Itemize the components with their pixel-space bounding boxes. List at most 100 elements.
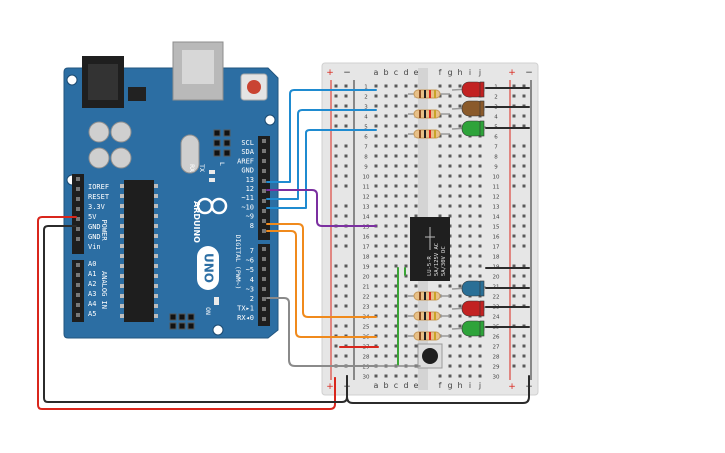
rail-hole bbox=[522, 94, 526, 98]
uno-badge bbox=[197, 246, 219, 290]
push-button[interactable] bbox=[417, 343, 443, 369]
row-number-left: 18 bbox=[363, 255, 370, 261]
rail-hole bbox=[334, 184, 338, 188]
column-letter: f bbox=[439, 68, 442, 77]
arduino-logo-text: ARDUINO bbox=[192, 201, 201, 243]
breadboard-hole bbox=[478, 204, 482, 208]
breadboard-hole bbox=[394, 244, 398, 248]
resistor-body bbox=[413, 129, 441, 139]
header-pin bbox=[262, 149, 266, 153]
rail-hole bbox=[334, 264, 338, 268]
row-number-right: 28 bbox=[493, 355, 500, 361]
rail-hole bbox=[334, 144, 338, 148]
breadboard-hole bbox=[414, 214, 418, 218]
breadboard-hole bbox=[458, 364, 462, 368]
column-letter: d bbox=[403, 381, 408, 390]
row-number-right: 4 bbox=[494, 115, 498, 121]
rail-hole bbox=[512, 344, 516, 348]
resistor-band bbox=[434, 110, 436, 118]
chip-leg bbox=[154, 184, 158, 188]
breadboard-hole bbox=[438, 304, 442, 308]
icsp-pin bbox=[213, 129, 221, 137]
rail-hole bbox=[512, 124, 516, 128]
breadboard-hole bbox=[404, 274, 408, 278]
digital-pin-label: AREF bbox=[237, 157, 254, 165]
rail-hole bbox=[344, 154, 348, 158]
resistor-band bbox=[429, 130, 431, 138]
breadboard-hole bbox=[448, 124, 452, 128]
push-button-cap[interactable] bbox=[422, 348, 438, 364]
column-letter: g bbox=[447, 381, 452, 390]
breadboard-hole bbox=[404, 314, 408, 318]
header-pin bbox=[76, 283, 80, 287]
breadboard-hole bbox=[478, 274, 482, 278]
chip-leg bbox=[120, 194, 124, 198]
infinity-loop-right bbox=[210, 197, 228, 215]
digital-pin-label: 2 bbox=[250, 295, 254, 303]
breadboard-hole bbox=[468, 144, 472, 148]
row-number-left: 19 bbox=[363, 265, 370, 271]
breadboard-hole bbox=[414, 154, 418, 158]
rail-hole bbox=[512, 334, 516, 338]
breadboard-hole bbox=[404, 224, 408, 228]
breadboard-hole bbox=[478, 224, 482, 228]
rail-hole bbox=[344, 104, 348, 108]
row-number-left: 2 bbox=[364, 95, 368, 101]
breadboard-hole bbox=[384, 174, 388, 178]
wire-red-5v bbox=[37, 216, 336, 410]
header-pin bbox=[262, 247, 266, 251]
rail-hole bbox=[334, 154, 338, 158]
breadboard-hole bbox=[394, 214, 398, 218]
chip-leg bbox=[154, 194, 158, 198]
reset-button-cap[interactable] bbox=[247, 80, 261, 94]
breadboard-hole bbox=[458, 264, 462, 268]
rail-hole bbox=[522, 284, 526, 288]
breadboard-hole bbox=[438, 154, 442, 158]
breadboard-hole bbox=[404, 234, 408, 238]
breadboard-hole bbox=[394, 304, 398, 308]
breadboard-hole bbox=[448, 364, 452, 368]
rail-hole bbox=[512, 144, 516, 148]
rail-plus-top-right: + bbox=[508, 68, 516, 78]
rail-hole bbox=[334, 294, 338, 298]
breadboard-hole bbox=[468, 344, 472, 348]
breadboard-hole bbox=[374, 284, 378, 288]
breadboard-hole bbox=[384, 374, 388, 378]
icsp-pin bbox=[169, 313, 177, 321]
breadboard-hole bbox=[374, 164, 378, 168]
breadboard-hole bbox=[478, 264, 482, 268]
digital-pin-label: GND bbox=[241, 167, 254, 175]
l-led-label: L bbox=[218, 162, 226, 166]
breadboard-hole bbox=[438, 104, 442, 108]
breadboard-hole bbox=[468, 254, 472, 258]
rail-hole bbox=[344, 274, 348, 278]
breadboard-hole bbox=[478, 214, 482, 218]
rail-hole bbox=[512, 284, 516, 288]
rail-hole bbox=[334, 324, 338, 328]
rail-hole bbox=[512, 174, 516, 178]
row-number-right: 10 bbox=[493, 175, 500, 181]
breadboard-hole bbox=[404, 94, 408, 98]
header-pin bbox=[262, 189, 266, 193]
chip-leg bbox=[154, 274, 158, 278]
breadboard-hole bbox=[374, 264, 378, 268]
breadboard-hole bbox=[384, 134, 388, 138]
breadboard-hole bbox=[458, 294, 462, 298]
breadboard-hole bbox=[394, 344, 398, 348]
capacitor bbox=[88, 121, 110, 143]
rail-hole bbox=[522, 114, 526, 118]
breadboard-hole bbox=[374, 84, 378, 88]
row-number-right: 20 bbox=[493, 275, 500, 281]
header-pin bbox=[262, 307, 266, 311]
breadboard-hole bbox=[448, 114, 452, 118]
rail-hole bbox=[522, 184, 526, 188]
header-pin bbox=[76, 237, 80, 241]
header-pin bbox=[262, 257, 266, 261]
breadboard-hole bbox=[448, 174, 452, 178]
breadboard-hole bbox=[468, 194, 472, 198]
dc-power-jack-inner bbox=[88, 64, 118, 100]
column-letter: b bbox=[383, 381, 388, 390]
rail-hole bbox=[512, 234, 516, 238]
row-number-left: 22 bbox=[363, 295, 370, 301]
breadboard-hole bbox=[448, 204, 452, 208]
